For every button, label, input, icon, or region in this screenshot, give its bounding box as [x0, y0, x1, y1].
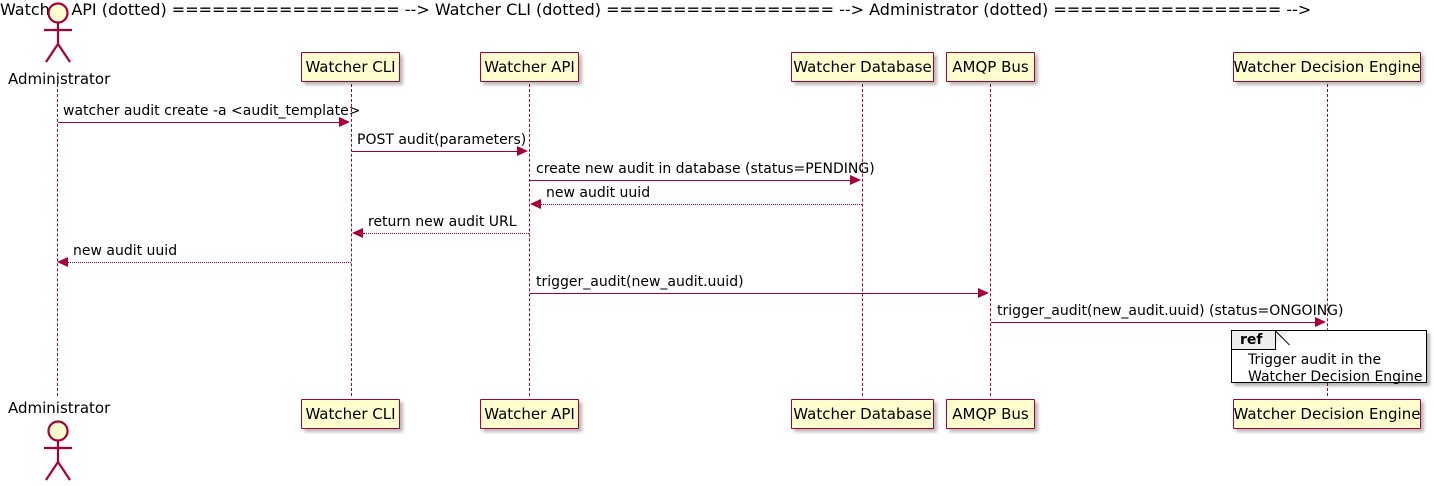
- participant-box-watcher-cli-bottom[interactable]: Watcher CLI: [301, 399, 400, 429]
- message-line-new-audit-uuid-db: [541, 204, 862, 205]
- participant-box-watcher-decision-engine-top[interactable]: Watcher Decision Engine: [1233, 52, 1421, 82]
- participant-box-watcher-api-bottom[interactable]: Watcher API: [480, 399, 579, 429]
- message-label-trigger-audit: trigger_audit(new_audit.uuid): [536, 274, 744, 290]
- ref-fragment-box: ref Trigger audit in the Watcher Decisio…: [1231, 330, 1427, 385]
- participant-label-watcher-database-top: Watcher Database: [793, 57, 932, 76]
- participant-box-watcher-database-top[interactable]: Watcher Database: [791, 52, 934, 82]
- message-line-new-audit-uuid-cli: [68, 262, 351, 263]
- participant-label-watcher-decision-engine-top: Watcher Decision Engine: [1233, 57, 1421, 76]
- actor-label-administrator-bottom: Administrator: [8, 399, 111, 417]
- participant-box-watcher-decision-engine-bottom[interactable]: Watcher Decision Engine: [1233, 399, 1421, 429]
- participant-label-watcher-decision-engine-bottom: Watcher Decision Engine: [1233, 404, 1421, 423]
- participant-label-amqp-bus-top: AMQP Bus: [952, 57, 1029, 76]
- message-label-post-audit: POST audit(parameters): [357, 132, 527, 148]
- message-line-post-audit: [352, 151, 518, 152]
- participant-box-watcher-database-bottom[interactable]: Watcher Database: [791, 399, 934, 429]
- arrowhead-watcher-audit-create: [339, 117, 350, 127]
- ref-fragment-tab-notch-icon: [1276, 331, 1289, 344]
- participant-box-amqp-bus-top[interactable]: AMQP Bus: [946, 52, 1035, 82]
- lifeline-amqp-bus: [990, 84, 991, 396]
- arrowhead-new-audit-uuid-cli: [57, 257, 68, 267]
- participant-label-watcher-database-bottom: Watcher Database: [793, 404, 932, 423]
- participant-label-watcher-cli-top: Watcher CLI: [305, 57, 396, 76]
- message-line-create-new-audit: [530, 180, 851, 181]
- ref-fragment-text-line2: Watcher Decision Engine: [1248, 369, 1423, 385]
- participant-box-amqp-bus-bottom[interactable]: AMQP Bus: [946, 399, 1035, 429]
- arrowhead-trigger-audit: [978, 288, 989, 298]
- actor-stick-figure-icon-bottom: [44, 420, 72, 481]
- participant-label-watcher-api-top: Watcher API: [484, 57, 575, 76]
- ref-fragment-text-line1: Trigger audit in the: [1248, 352, 1382, 368]
- participant-label-watcher-api-bottom: Watcher API: [484, 404, 575, 423]
- ref-fragment-tab-label: ref: [1240, 332, 1263, 348]
- message-label-watcher-audit-create: watcher audit create -a <audit_template>: [63, 103, 361, 119]
- participant-label-amqp-bus-bottom: AMQP Bus: [952, 404, 1029, 423]
- message-label-new-audit-uuid-cli: new audit uuid: [73, 243, 178, 259]
- participant-label-watcher-cli-bottom: Watcher CLI: [305, 404, 396, 423]
- message-line-return-new-audit-url: [363, 233, 529, 234]
- message-line-trigger-audit-ongoing: [991, 322, 1316, 323]
- actor-stick-figure-icon: [44, 2, 72, 63]
- lifeline-watcher-decision-engine: [1327, 84, 1328, 396]
- arrowhead-new-audit-uuid-db: [530, 199, 541, 209]
- actor-administrator-top: [32, 2, 84, 70]
- arrowhead-return-new-audit-url: [352, 228, 363, 238]
- message-label-new-audit-uuid-db: new audit uuid: [546, 185, 651, 201]
- message-line-watcher-audit-create: [58, 122, 340, 123]
- actor-label-administrator-top: Administrator: [8, 70, 111, 88]
- message-label-trigger-audit-ongoing: trigger_audit(new_audit.uuid) (status=ON…: [997, 303, 1344, 319]
- arrowhead-post-audit: [517, 146, 528, 156]
- lifeline-watcher-cli: [351, 84, 352, 396]
- participant-box-watcher-api-top[interactable]: Watcher API: [480, 52, 579, 82]
- arrowhead-trigger-audit-ongoing: [1315, 317, 1326, 327]
- message-label-return-new-audit-url: return new audit URL: [368, 214, 517, 230]
- ref-fragment-tab: ref: [1232, 331, 1276, 350]
- message-line-trigger-audit: [530, 293, 979, 294]
- lifeline-watcher-database: [862, 84, 863, 396]
- lifeline-watcher-api: [529, 84, 530, 396]
- message-label-create-new-audit: create new audit in database (status=PEN…: [536, 161, 875, 177]
- lifeline-administrator: [57, 84, 58, 396]
- arrowhead-create-new-audit: [850, 175, 861, 185]
- participant-box-watcher-cli-top[interactable]: Watcher CLI: [301, 52, 400, 82]
- actor-administrator-bottom: [32, 420, 84, 486]
